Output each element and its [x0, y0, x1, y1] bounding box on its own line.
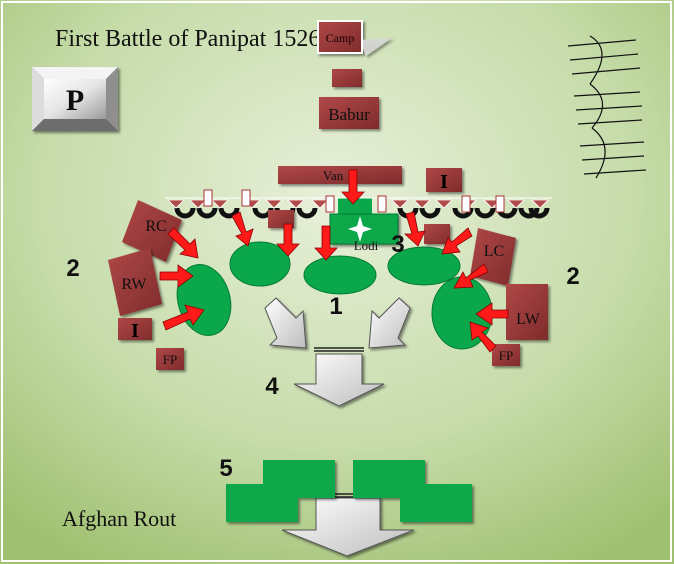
diagram-title: First Battle of Panipat 1526.: [55, 26, 326, 52]
attack-arrow-center-left: [276, 223, 300, 257]
fp-right-label: FP: [499, 348, 513, 363]
lodi-label: Lodi: [354, 238, 379, 253]
attack-arrow-center: [314, 225, 338, 261]
phase-3-label: 3: [391, 231, 404, 258]
center-right-unit: [424, 224, 450, 244]
attack-arrow-center-right: [403, 211, 426, 247]
camp-unit: Camp: [317, 20, 392, 56]
phase-5-label: 5: [219, 455, 232, 482]
trench-lines: [567, 35, 647, 179]
retreat-arrow-bottom: [281, 497, 415, 557]
attack-arrow-rw: [159, 264, 194, 288]
afghan-rout-caption: Afghan Rout: [62, 506, 176, 531]
fp-left-unit: FP: [156, 348, 184, 370]
afghan-left-center: [229, 241, 291, 287]
attack-arrow-fp: [469, 321, 497, 353]
van-unit: Van: [278, 166, 402, 184]
retreat-arrow-left: [264, 297, 307, 349]
rw-label: RW: [122, 276, 148, 293]
rw-unit: RW: [108, 248, 162, 316]
rout-block-4: [400, 484, 472, 522]
fp-right-unit: FP: [492, 344, 520, 366]
lodi-vanguard: [338, 198, 372, 214]
reserve-unit: [332, 69, 362, 87]
rout-block-3: [226, 484, 298, 522]
fp-left-label: FP: [163, 352, 177, 367]
rc-label: RC: [145, 218, 166, 235]
retreat-arrow-main: [293, 353, 385, 407]
retreat-arrow-right: [368, 297, 411, 349]
phase-1-label: 1: [329, 293, 342, 320]
attack-arrow-left-gun: [231, 211, 254, 247]
center-left-unit: [268, 210, 294, 228]
attack-arrows: [159, 169, 509, 353]
babur-label: Babur: [328, 105, 370, 124]
lw-label: LW: [516, 311, 541, 328]
attack-arrow-right-top: [441, 227, 473, 255]
afghan-rout-blocks: [226, 460, 472, 522]
lw-unit: LW: [506, 284, 548, 340]
rc-unit: RC: [122, 200, 182, 262]
attack-arrow-lw: [475, 302, 509, 326]
attack-arrow-infantry: [162, 304, 205, 331]
p-button-label: P: [66, 84, 84, 117]
attack-arrow-van: [341, 169, 365, 205]
phase-4-label: 4: [265, 373, 279, 400]
infantry-left-label: I: [131, 320, 139, 342]
infantry-left-unit: I: [118, 318, 152, 342]
babur-unit: Babur: [319, 97, 379, 129]
lodi-star-icon: [348, 216, 372, 242]
camp-label: Camp: [326, 31, 355, 45]
van-label: Van: [323, 168, 344, 183]
attack-arrow-rc: [167, 227, 199, 259]
lc-label: LC: [484, 243, 504, 260]
afghan-right-center: [387, 246, 461, 286]
phase-2-right-label: 2: [566, 263, 579, 290]
phase-2-left-label: 2: [66, 255, 79, 282]
attack-arrow-lc: [453, 263, 489, 289]
p-button[interactable]: P: [32, 67, 118, 131]
retreat-arrows: [264, 297, 415, 557]
infantry-top-unit: I: [426, 168, 462, 193]
afghan-center: [303, 255, 377, 295]
infantry-top-label: I: [440, 171, 448, 193]
